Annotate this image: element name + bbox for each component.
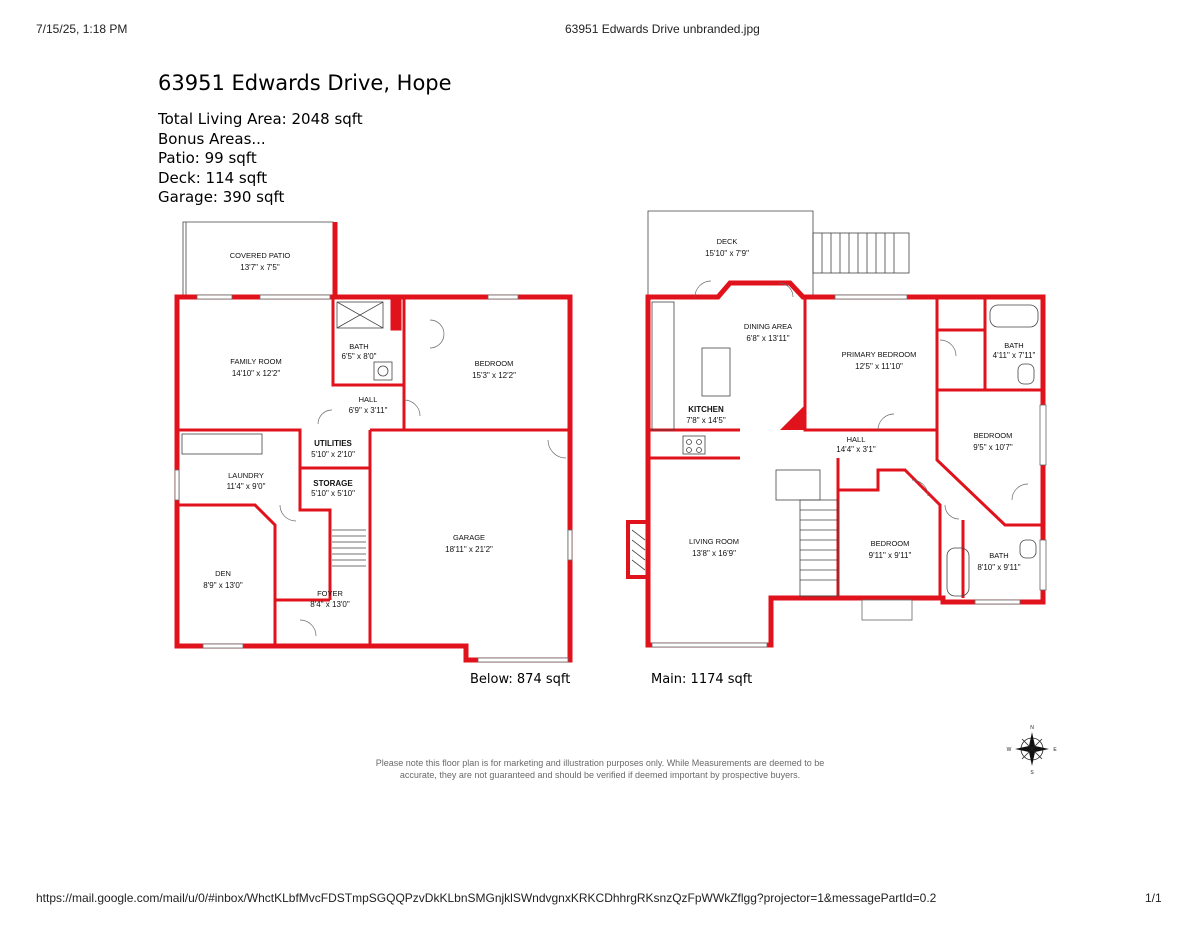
garage-area: Garage: 390 sqft [158, 188, 285, 206]
room-name-bedroom-1: BEDROOM [974, 431, 1013, 440]
room-name-living-room: LIVING ROOM [689, 537, 739, 546]
compass-rose-icon: N E S W [1007, 725, 1058, 776]
room-name-below-hall: HALL [359, 395, 378, 404]
room-name-covered-patio: COVERED PATIO [230, 251, 291, 260]
room-name-family-room: FAMILY ROOM [230, 357, 281, 366]
room-name-ensuite-bath: BATH [1004, 341, 1023, 350]
room-name-utilities: UTILITIES [314, 439, 352, 448]
area-summary: Total Living Area: 2048 sqft Bonus Areas… [158, 110, 363, 208]
disclaimer-line-2: accurate, they are not guaranteed and sh… [399, 770, 801, 780]
print-datetime: 7/15/25, 1:18 PM [36, 22, 128, 36]
main-level-plan [626, 210, 1047, 648]
room-dims-laundry: 11'4" x 9'0" [227, 482, 266, 491]
print-page-count: 1/1 [1145, 891, 1162, 905]
compass-east: E [1053, 747, 1057, 753]
bonus-areas-heading: Bonus Areas... [158, 129, 266, 148]
room-dims-foyer: 8'4" x 13'0" [310, 600, 350, 609]
room-dims-below-hall: 6'9" x 3'11" [349, 406, 388, 415]
room-dims-dining-area: 6'8" x 13'11" [746, 334, 789, 343]
room-dims-main-bath: 8'10" x 9'11" [977, 563, 1020, 572]
patio-area: Patio: 99 sqft [158, 149, 257, 167]
room-name-below-bedroom: BEDROOM [475, 359, 514, 368]
room-dims-ensuite-bath: 4'11" x 7'11" [993, 351, 1036, 360]
room-name-storage: STORAGE [313, 479, 353, 488]
room-name-bedroom-2: BEDROOM [871, 539, 910, 548]
room-dims-primary-bedroom: 12'5" x 11'10" [855, 362, 903, 371]
print-filename: 63951 Edwards Drive unbranded.jpg [565, 22, 760, 36]
room-dims-family-room: 14'10" x 12'2" [232, 369, 280, 378]
compass-north: N [1030, 725, 1034, 731]
room-name-foyer: FOYER [317, 589, 343, 598]
room-dims-storage: 5'10" x 5'10" [311, 489, 355, 498]
room-dims-covered-patio: 13'7" x 7'5" [240, 263, 280, 272]
room-name-kitchen: KITCHEN [688, 405, 724, 414]
room-dims-kitchen: 7'8" x 14'5" [686, 416, 726, 425]
room-dims-below-bath: 6'5" x 8'0" [342, 352, 377, 361]
disclaimer-line-1: Please note this floor plan is for marke… [375, 758, 825, 768]
room-name-main-hall: HALL [847, 435, 866, 444]
room-dims-bedroom-1: 9'5" x 10'7" [973, 443, 1013, 452]
below-level-plan [174, 221, 573, 663]
room-dims-utilities: 5'10" x 2'10" [311, 450, 355, 459]
room-dims-below-bedroom: 15'3" x 12'2" [472, 371, 516, 380]
room-name-garage: GARAGE [453, 533, 485, 542]
compass-west: W [1007, 747, 1012, 753]
deck-area: Deck: 114 sqft [158, 168, 268, 187]
room-name-laundry: LAUNDRY [228, 471, 264, 480]
below-level-area: Below: 874 sqft [470, 672, 571, 687]
room-name-primary-bedroom: PRIMARY BEDROOM [842, 350, 917, 359]
total-living-area: Total Living Area: 2048 sqft [158, 110, 363, 128]
room-dims-garage: 18'11" x 21'2" [445, 545, 493, 554]
room-dims-living-room: 13'8" x 16'9" [692, 549, 736, 558]
room-name-below-bath: BATH [349, 342, 368, 351]
room-dims-bedroom-2: 9'11" x 9'11" [869, 551, 912, 560]
room-name-main-bath: BATH [989, 551, 1008, 560]
main-level-area: Main: 1174 sqft [651, 672, 753, 687]
room-dims-main-hall: 14'4" x 3'1" [836, 445, 876, 454]
print-url[interactable]: https://mail.google.com/mail/u/0/#inbox/… [36, 891, 937, 905]
property-address: 63951 Edwards Drive, Hope [158, 71, 452, 95]
disclaimer: Please note this floor plan is for marke… [330, 757, 870, 781]
room-name-deck: DECK [717, 237, 738, 246]
compass-south: S [1030, 770, 1034, 776]
room-dims-den: 8'9" x 13'0" [203, 581, 243, 590]
room-name-dining-area: DINING AREA [744, 322, 792, 331]
room-name-den: DEN [215, 569, 231, 578]
room-dims-deck: 15'10" x 7'9" [705, 249, 749, 258]
